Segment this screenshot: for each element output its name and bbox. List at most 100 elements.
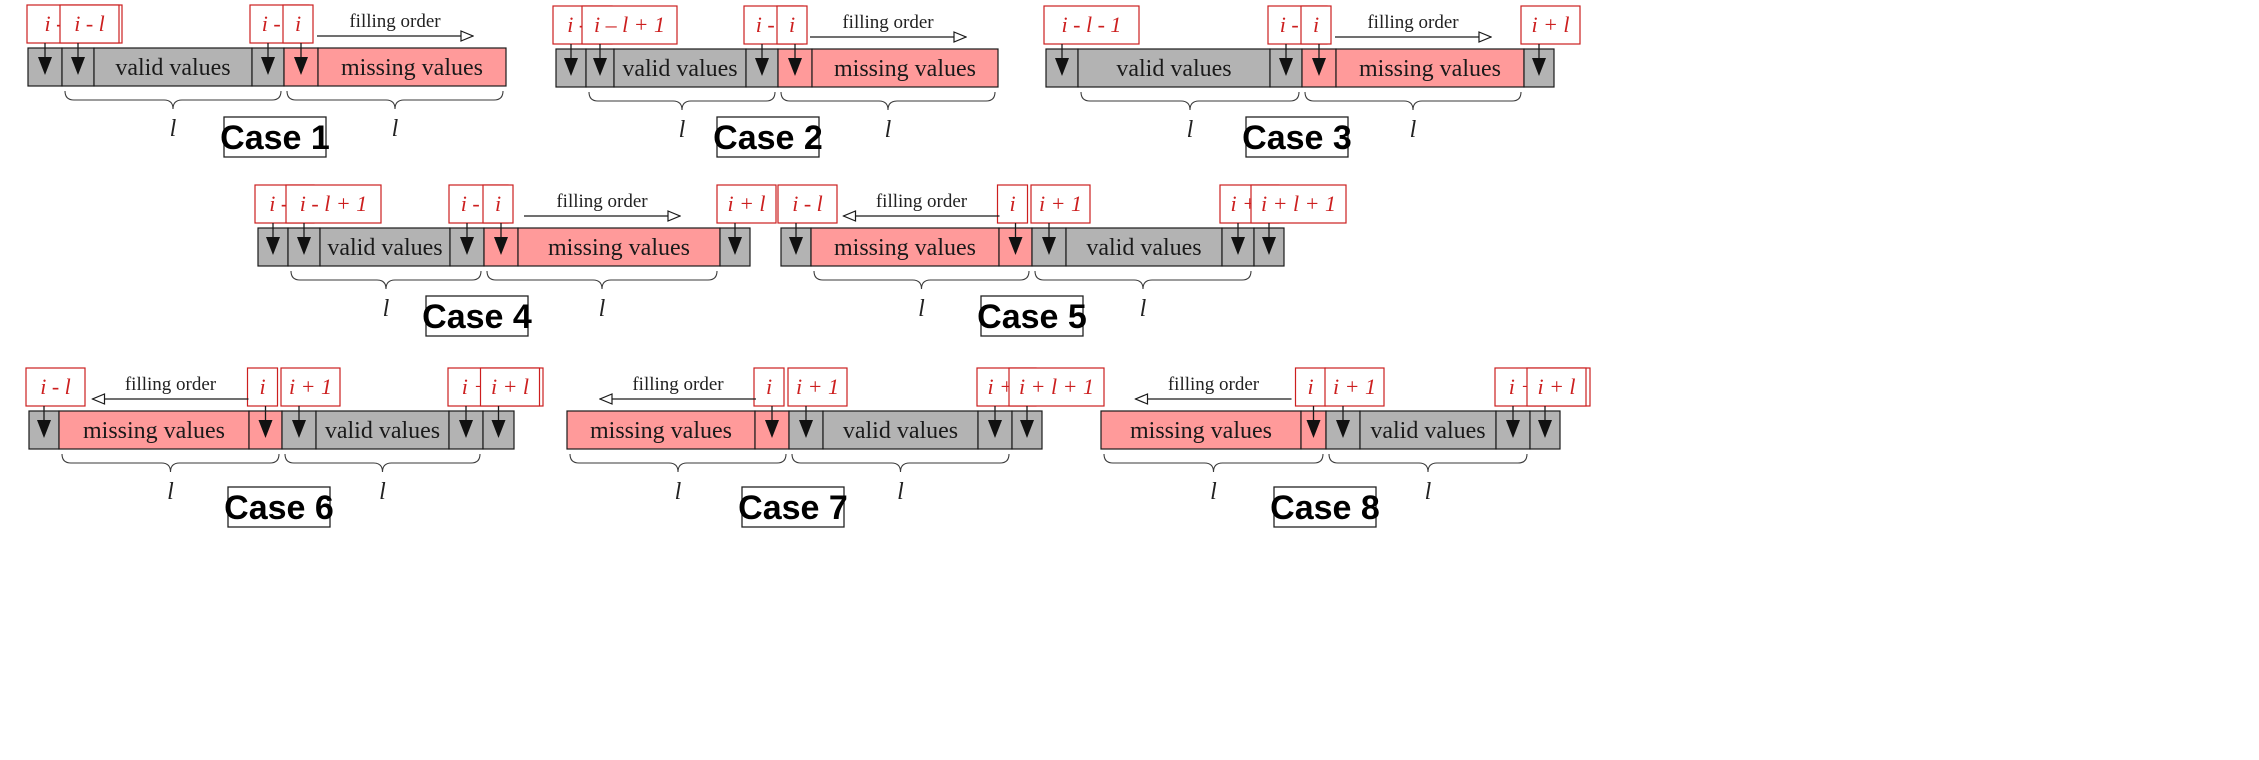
index-label-text: i - l + 1 xyxy=(300,191,367,216)
pointer-arrow-icon xyxy=(1042,237,1056,255)
index-label-box xyxy=(482,184,514,224)
missing-values-text: missing values xyxy=(1359,56,1501,82)
pointer-arrow-icon xyxy=(71,57,85,75)
filling-order-text: filling order xyxy=(842,12,934,33)
index-label-box xyxy=(1520,5,1581,45)
pointer-arrow-icon xyxy=(460,237,474,255)
valid-cell xyxy=(93,47,253,87)
case-title: Case 5 xyxy=(977,298,1087,336)
pointer-arrow-icon xyxy=(789,237,803,255)
valid-values-text: valid values xyxy=(1370,418,1485,444)
index-label-text: i + l xyxy=(1537,374,1575,399)
length-brace xyxy=(813,270,1030,290)
length-label: l xyxy=(1410,117,1417,143)
index-label-text: i + 1 xyxy=(1333,374,1376,399)
index-label-box xyxy=(1526,367,1587,407)
valid-cell xyxy=(315,410,450,450)
filling-order-text: filling order xyxy=(1367,12,1459,33)
case-title-box xyxy=(425,295,529,337)
pointer-arrow-icon xyxy=(297,237,311,255)
missing-values-text: missing values xyxy=(83,418,225,444)
index-label-box xyxy=(996,184,1029,224)
index-label-text: i xyxy=(259,374,265,399)
length-label: l xyxy=(918,296,925,322)
valid-cell xyxy=(1077,48,1271,88)
index-label-box xyxy=(776,5,808,45)
pointer-arrow-icon xyxy=(1008,237,1023,255)
valid-values-text: valid values xyxy=(622,56,737,82)
index-label-text: i + l xyxy=(727,191,765,216)
case-title: Case 4 xyxy=(422,298,532,336)
pointer-arrow-icon xyxy=(459,420,473,438)
pointer-arrow-icon xyxy=(1306,420,1321,438)
missing-values-text: missing values xyxy=(834,235,976,261)
length-label: l xyxy=(170,116,177,142)
index-label-text: i - l - 1 xyxy=(1062,12,1122,37)
length-brace xyxy=(61,453,280,473)
missing-values-text: missing values xyxy=(1130,418,1272,444)
length-brace xyxy=(780,91,996,111)
index-label-box xyxy=(1300,5,1332,45)
index-label-text: i xyxy=(1009,191,1015,216)
pointer-arrow-icon xyxy=(1312,58,1326,76)
length-label: l xyxy=(675,479,682,505)
length-brace xyxy=(1304,91,1522,111)
length-brace xyxy=(588,91,776,111)
pointer-arrow-icon xyxy=(799,420,813,438)
valid-cell xyxy=(822,410,979,450)
pointer-arrow-icon xyxy=(1020,420,1034,438)
index-label-box xyxy=(1043,5,1140,45)
valid-cell xyxy=(1359,410,1497,450)
length-label: l xyxy=(1210,479,1217,505)
index-label-box xyxy=(1008,367,1105,407)
filling-order-text: filling order xyxy=(556,191,648,212)
index-label-box xyxy=(1324,367,1385,407)
index-label-box xyxy=(280,367,341,407)
pointer-arrow-icon xyxy=(1262,237,1276,255)
index-label-text: i xyxy=(1313,12,1319,37)
length-label: l xyxy=(167,479,174,505)
valid-values-text: valid values xyxy=(1116,56,1231,82)
index-label-text: i + l xyxy=(1531,12,1569,37)
valid-values-text: valid values xyxy=(1086,235,1201,261)
valid-cell xyxy=(1253,227,1285,267)
pointer-arrow-icon xyxy=(1538,420,1552,438)
filling-order-text: filling order xyxy=(1168,374,1260,395)
pointer-arrow-icon xyxy=(261,57,275,75)
length-brace xyxy=(286,90,504,110)
length-label: l xyxy=(897,479,904,505)
pointer-arrow-icon xyxy=(292,420,306,438)
index-label-box xyxy=(479,367,541,407)
valid-cell xyxy=(319,227,451,267)
length-label: l xyxy=(1425,479,1432,505)
index-label-box xyxy=(777,184,838,224)
pointer-arrow-icon xyxy=(266,237,280,255)
index-label-box xyxy=(716,184,777,224)
missing-cell xyxy=(317,47,507,87)
pointer-arrow-icon xyxy=(494,237,508,255)
index-label-text: i xyxy=(766,374,772,399)
pointer-arrow-icon xyxy=(788,58,802,76)
index-label-text: i xyxy=(1307,374,1313,399)
length-label: l xyxy=(383,296,390,322)
filling-order-text: filling order xyxy=(876,191,968,212)
index-label-box xyxy=(787,367,848,407)
pointer-arrow-icon xyxy=(1055,58,1069,76)
index-label-text: i + 1 xyxy=(796,374,839,399)
pointer-arrow-icon xyxy=(988,420,1002,438)
case-title-box xyxy=(227,486,331,528)
index-label-box xyxy=(1250,184,1347,224)
pointer-arrow-icon xyxy=(1336,420,1350,438)
length-brace xyxy=(1034,270,1252,290)
length-label: l xyxy=(379,479,386,505)
length-brace xyxy=(290,270,482,290)
missing-values-text: missing values xyxy=(548,235,690,261)
valid-values-text: valid values xyxy=(325,418,440,444)
index-label-box xyxy=(59,4,120,44)
